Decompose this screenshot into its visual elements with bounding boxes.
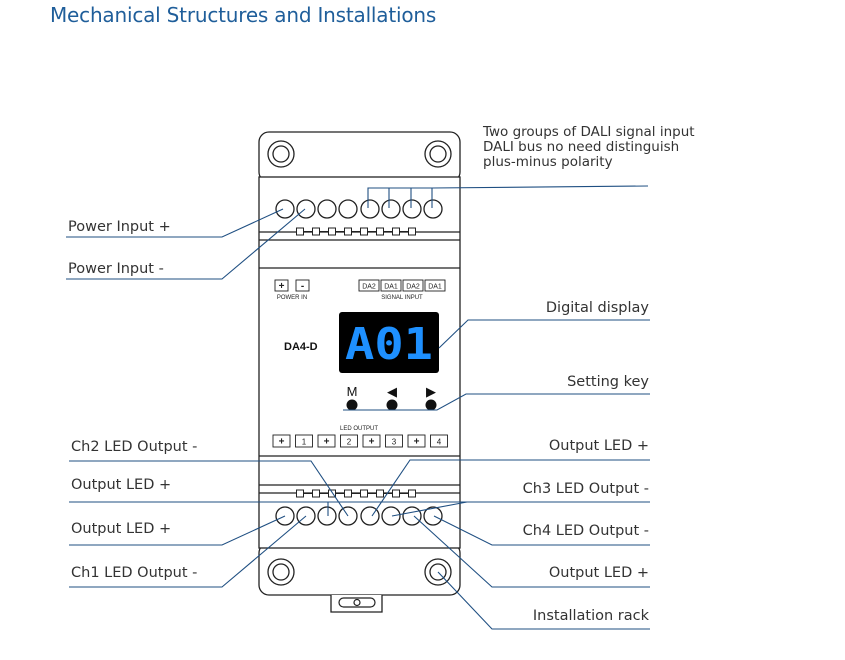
led-terminal-label: +	[369, 437, 375, 448]
led-output-label: LED OUTPUT	[340, 426, 378, 432]
ch2-output-callout: Ch2 LED Output -	[71, 439, 197, 455]
right-button[interactable]	[425, 399, 437, 411]
led-terminal-labels: +1 +2 +3 +4	[272, 434, 448, 448]
ch1-output-callout: Ch1 LED Output -	[71, 565, 197, 581]
callout-leaders	[66, 185, 650, 630]
installation-rack-callout: Installation rack	[533, 608, 650, 624]
output-led-right-1-callout: Output LED +	[549, 438, 649, 454]
terminal-slot	[344, 227, 352, 236]
terminal-slot	[296, 489, 304, 498]
terminal-screw	[402, 199, 422, 219]
model-label: DA4-D	[284, 341, 318, 353]
setting-key-callout: Setting key	[567, 374, 649, 390]
terminal-slot	[312, 227, 320, 236]
led-terminal-label: +	[414, 437, 420, 448]
led-terminal-box	[385, 434, 403, 448]
terminal-screw	[296, 199, 316, 219]
led-terminal-box	[317, 434, 336, 448]
terminal-slot	[296, 227, 304, 236]
right-arrow-icon: ▶	[426, 384, 436, 399]
left-arrow-icon: ◀	[387, 384, 397, 399]
led-terminal-label: 2	[347, 438, 352, 447]
terminal-screw	[402, 506, 422, 526]
terminal-screw	[381, 506, 401, 526]
left-button[interactable]	[386, 399, 398, 411]
terminal-screw	[275, 199, 295, 219]
signal-terminal-label: DA1	[428, 284, 442, 291]
signal-terminal-label: DA2	[406, 284, 420, 291]
display-readout: A01	[345, 319, 433, 370]
led-terminal-box	[430, 434, 448, 448]
terminal-slot	[344, 489, 352, 498]
output-led-right-2-callout: Output LED +	[549, 565, 649, 581]
signal-terminal-label: DA2	[362, 284, 376, 291]
digital-display	[339, 312, 439, 373]
ch3-output-callout: Ch3 LED Output -	[523, 481, 649, 497]
dali-note-line: plus-minus polarity	[483, 154, 613, 170]
bottom-screw-row	[296, 489, 416, 498]
top-terminal-block	[275, 199, 443, 219]
terminal-screw	[338, 199, 358, 219]
terminal-screw	[317, 199, 337, 219]
terminal-slot	[408, 227, 416, 236]
terminal-slot	[392, 489, 400, 498]
power-minus-callout: Power Input -	[68, 261, 164, 277]
led-terminal-label: +	[279, 437, 285, 448]
mode-key-label: M	[347, 384, 358, 399]
signal-input-labels: DA2 DA1 DA2 DA1 SIGNAL INPUT	[358, 279, 446, 301]
led-terminal-label: 1	[302, 438, 307, 447]
signal-input-label: SIGNAL INPUT	[381, 295, 423, 301]
page-title: Mechanical Structures and Installations	[50, 3, 437, 27]
power-minus-terminal-label: -	[301, 281, 304, 292]
terminal-slot	[360, 227, 368, 236]
signal-terminal-label: DA1	[384, 284, 398, 291]
rail-clip-icon	[338, 597, 376, 608]
mode-button[interactable]	[346, 399, 358, 411]
led-terminal-box	[362, 434, 381, 448]
output-led-left-1-callout: Output LED +	[71, 477, 171, 493]
power-in-label: POWER IN	[277, 295, 307, 301]
terminal-slot	[408, 489, 416, 498]
led-terminal-label: 4	[437, 438, 442, 447]
led-terminal-box	[272, 434, 291, 448]
terminal-screw	[423, 506, 443, 526]
dali-note-line: Two groups of DALI signal input	[482, 124, 695, 140]
led-terminal-box	[407, 434, 426, 448]
digital-display-callout: Digital display	[546, 300, 650, 316]
power-in-labels: + - POWER IN	[274, 279, 310, 301]
terminal-slot	[376, 227, 384, 236]
terminal-slot	[392, 227, 400, 236]
led-terminal-label: +	[324, 437, 330, 448]
output-led-left-2-callout: Output LED +	[71, 521, 171, 537]
top-screw-row	[296, 227, 416, 236]
led-terminal-label: 3	[392, 438, 397, 447]
terminal-screw	[360, 199, 380, 219]
terminal-screw	[317, 506, 337, 526]
terminal-screw	[381, 199, 401, 219]
setting-keys: M ◀ ▶	[346, 384, 437, 411]
ch4-output-callout: Ch4 LED Output -	[523, 523, 649, 539]
terminal-slot	[376, 489, 384, 498]
mounting-hole-icon	[267, 140, 452, 586]
terminal-slot	[312, 489, 320, 498]
terminal-screw	[423, 199, 443, 219]
led-terminal-box	[295, 434, 313, 448]
dali-note-line: DALI bus no need distinguish	[483, 139, 679, 155]
callout-labels: Two groups of DALI signal input DALI bus…	[68, 124, 695, 624]
terminal-slot	[360, 489, 368, 498]
power-plus-terminal-label: +	[279, 281, 285, 292]
terminal-slot	[328, 227, 336, 236]
led-terminal-box	[340, 434, 358, 448]
power-plus-callout: Power Input +	[68, 219, 171, 235]
